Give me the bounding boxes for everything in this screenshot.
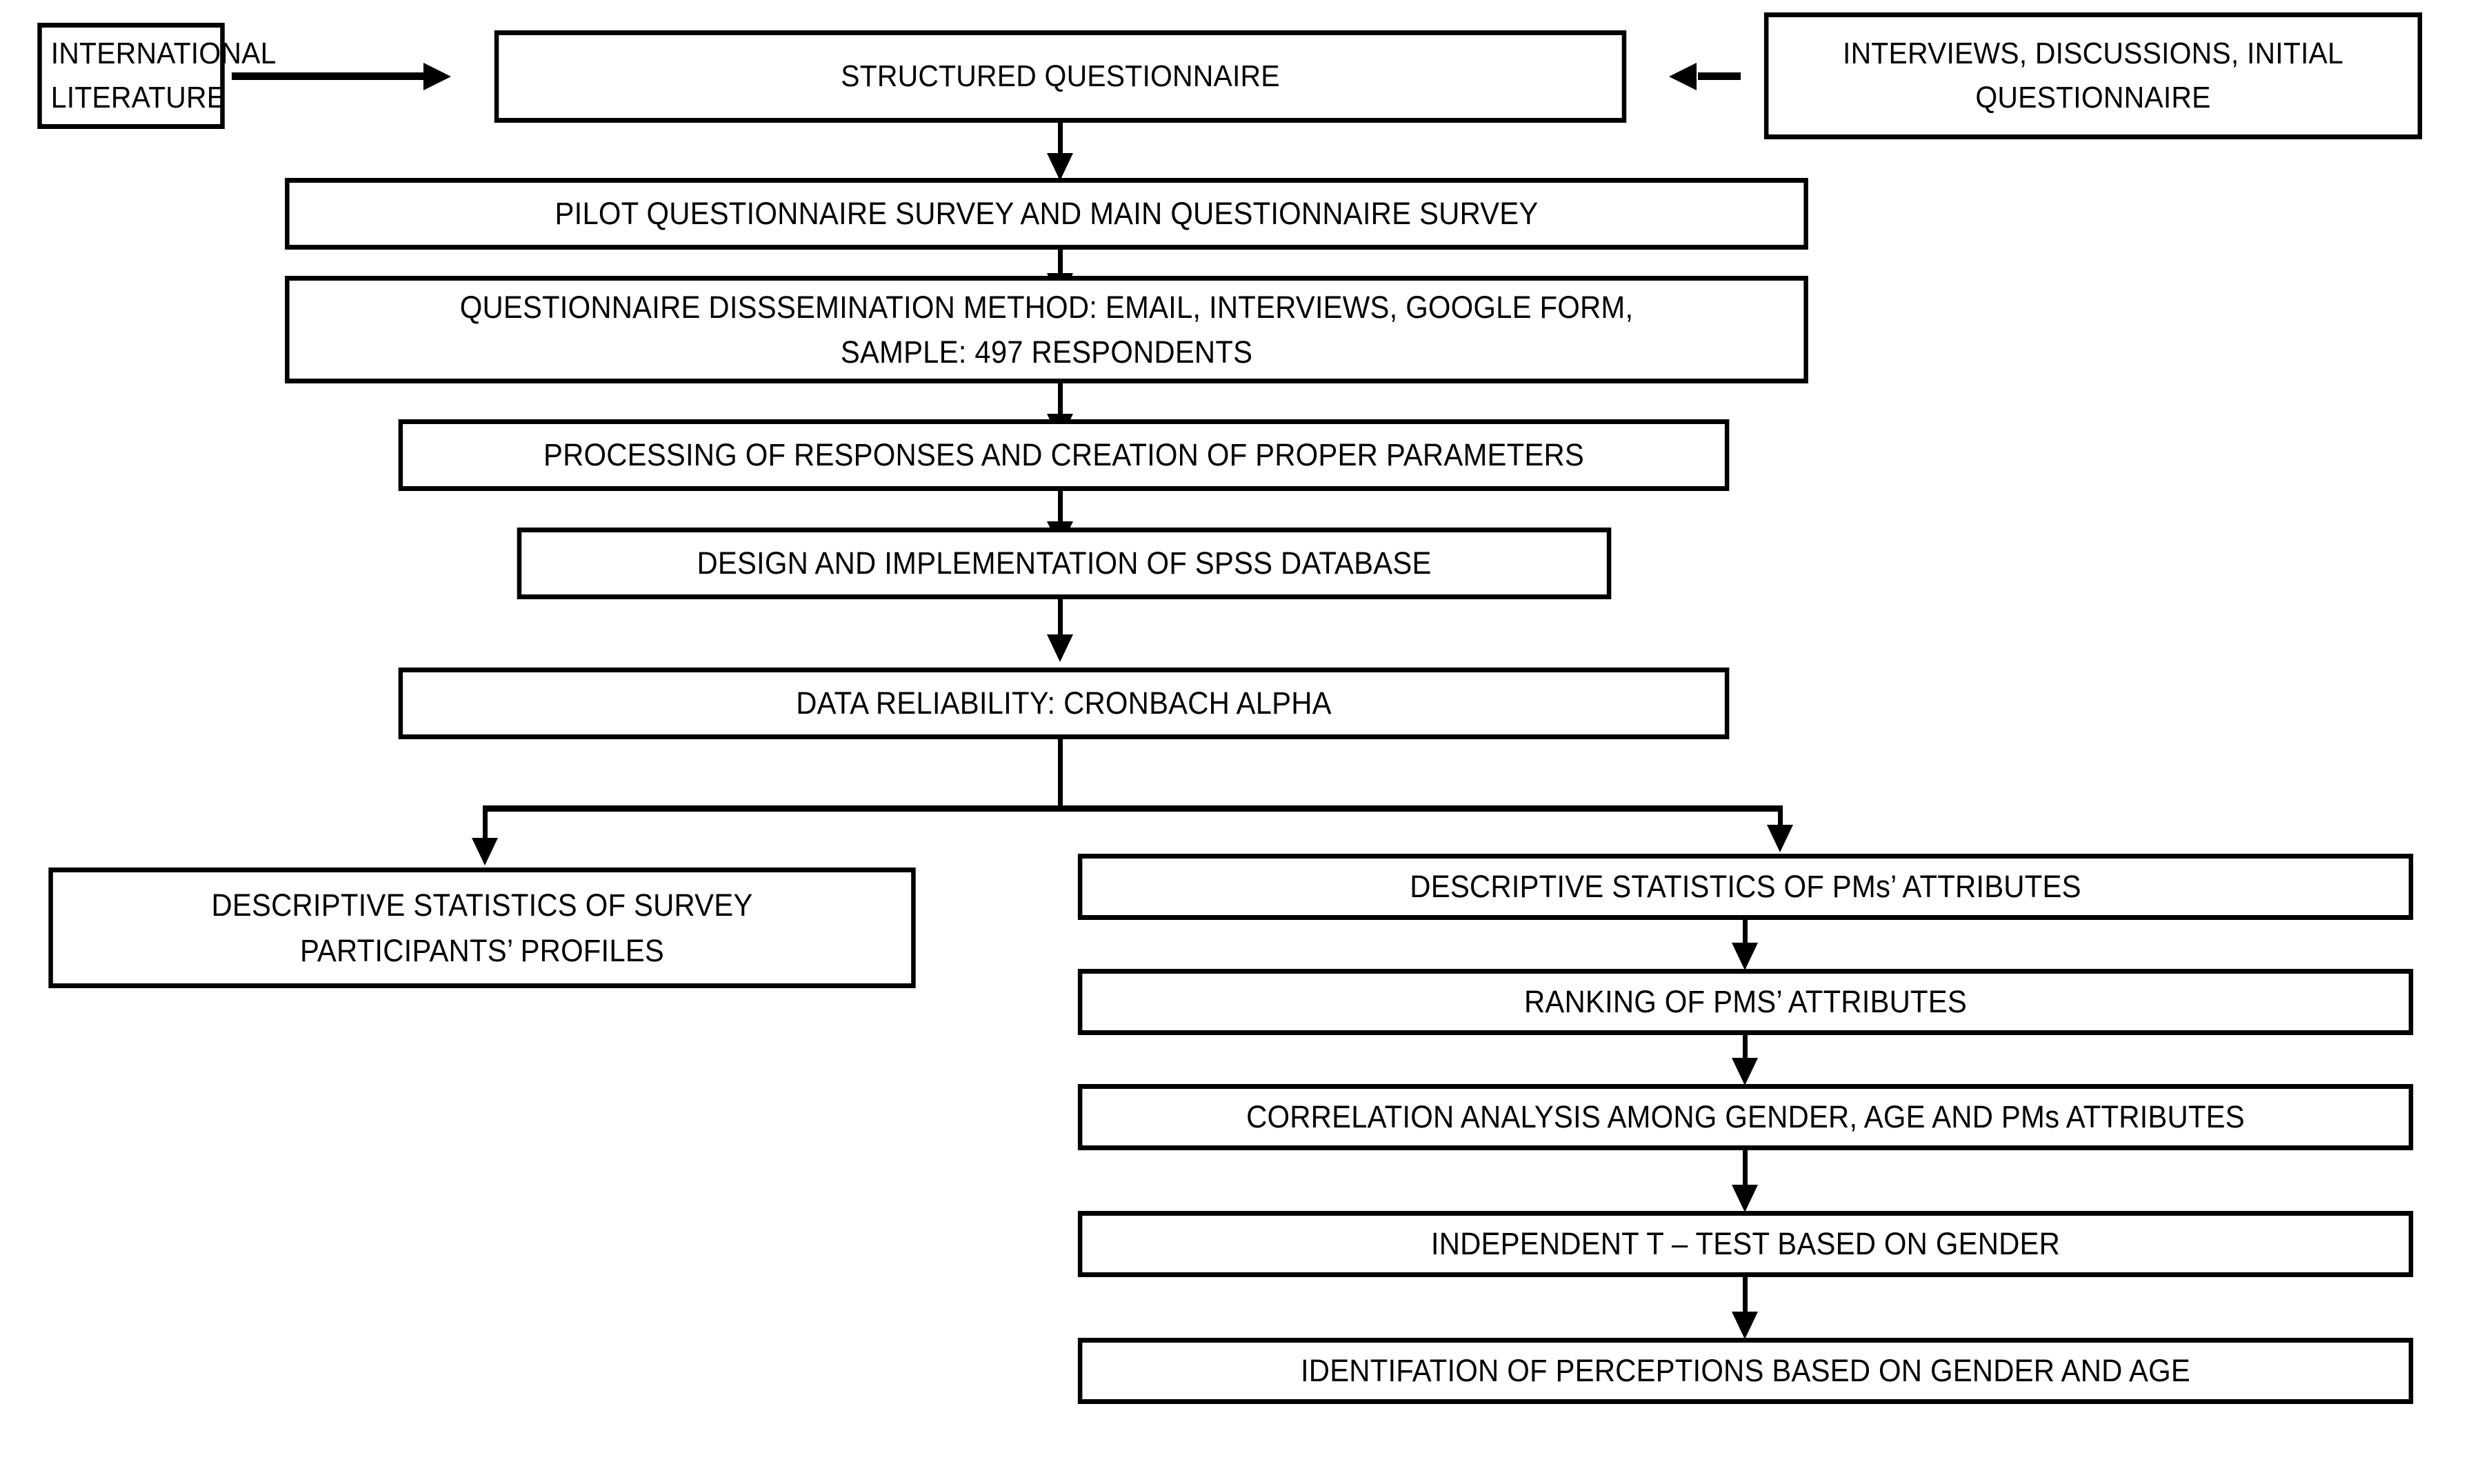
connector-literature-to-questionnaire-arrow (423, 63, 451, 90)
connector-descriptive-to-ranking-arrow (1732, 943, 1758, 970)
connector-ttest-to-identification-line (1743, 1276, 1748, 1318)
node-dissemination-method: QUESTIONNAIRE DISSSEMINATION METHOD: EMA… (285, 276, 1808, 383)
node-interviews-discussions: INTERVIEWS, DISCUSSIONS, INITIAL QUESTIO… (1763, 12, 2423, 139)
node-processing-responses-label: PROCESSING OF RESPONSES AND CREATION OF … (543, 437, 1584, 473)
node-international-literature: INTERNATIONAL LITERATURE (37, 23, 277, 129)
node-descriptive-profiles: DESCRIPTIVE STATISTICS OF SURVEY PARTICI… (48, 868, 916, 988)
node-correlation-analysis-label: CORRELATION ANALYSIS AMONG GENDER, AGE A… (1246, 1099, 2245, 1135)
node-identification-perceptions-label: IDENTIFATION OF PERCEPTIONS BASED ON GEN… (1300, 1353, 2190, 1389)
connector-questionnaire-to-pilot-line (1058, 123, 1063, 161)
connector-processing-to-spss-line (1058, 490, 1063, 531)
node-data-reliability-label: DATA RELIABILITY: CRONBACH ALPHA (796, 685, 1332, 721)
node-pilot-and-main-survey-label: PILOT QUESTIONNAIRE SURVEY AND MAIN QUES… (554, 196, 1539, 232)
connector-split-to-descriptive-pms-line (1778, 805, 1783, 830)
node-processing-responses: PROCESSING OF RESPONSES AND CREATION OF … (398, 419, 1730, 491)
connector-split-to-profiles-line (483, 805, 488, 841)
connector-split-to-descriptive-pms-arrow (1767, 825, 1793, 852)
connector-reliability-split-bar (483, 805, 1783, 812)
node-descriptive-profiles-label: DESCRIPTIVE STATISTICS OF SURVEY PARTICI… (211, 888, 753, 968)
connector-pilot-to-dissemination-line (1058, 248, 1063, 281)
connector-interviews-to-questionnaire-line (1698, 72, 1741, 80)
node-data-reliability: DATA RELIABILITY: CRONBACH ALPHA (398, 668, 1730, 739)
node-structured-questionnaire: STRUCTURED QUESTIONNAIRE (494, 30, 1627, 123)
node-international-literature-label: INTERNATIONAL LITERATURE (50, 37, 277, 114)
node-descriptive-pms: DESCRIPTIVE STATISTICS OF PMs’ ATTRIBUTE… (1077, 854, 2414, 920)
node-identification-perceptions: IDENTIFATION OF PERCEPTIONS BASED ON GEN… (1077, 1338, 2414, 1404)
node-correlation-analysis: CORRELATION ANALYSIS AMONG GENDER, AGE A… (1077, 1084, 2414, 1150)
connector-correlation-to-ttest-arrow (1732, 1185, 1758, 1212)
connector-spss-to-reliability-arrow (1047, 634, 1073, 662)
node-interviews-discussions-label: INTERVIEWS, DISCUSSIONS, INITIAL QUESTIO… (1843, 37, 2343, 114)
connector-reliability-split-stem (1058, 738, 1063, 810)
node-ranking-pms-label: RANKING OF PMS’ ATTRIBUTES (1524, 984, 1967, 1020)
node-ranking-pms: RANKING OF PMS’ ATTRIBUTES (1077, 969, 2414, 1035)
connector-ranking-to-correlation-arrow (1732, 1058, 1758, 1085)
node-independent-t-test: INDEPENDENT T – TEST BASED ON GENDER (1077, 1211, 2414, 1277)
node-descriptive-pms-label: DESCRIPTIVE STATISTICS OF PMs’ ATTRIBUTE… (1410, 869, 2081, 905)
node-independent-t-test-label: INDEPENDENT T – TEST BASED ON GENDER (1430, 1226, 2061, 1262)
connector-descriptive-to-ranking-line (1743, 919, 1748, 950)
connector-correlation-to-ttest-line (1743, 1149, 1748, 1192)
node-spss-database: DESIGN AND IMPLEMENTATION OF SPSS DATABA… (517, 528, 1612, 599)
node-structured-questionnaire-label: STRUCTURED QUESTIONNAIRE (841, 59, 1280, 94)
connector-ranking-to-correlation-line (1743, 1034, 1748, 1065)
node-spss-database-label: DESIGN AND IMPLEMENTATION OF SPSS DATABA… (697, 545, 1432, 581)
connector-split-to-profiles-arrow (472, 838, 498, 865)
connector-spss-to-reliability-line (1058, 598, 1063, 643)
connector-questionnaire-to-pilot-arrow (1047, 153, 1073, 181)
connector-ttest-to-identification-arrow (1732, 1312, 1758, 1339)
connector-interviews-to-questionnaire-arrow (1669, 63, 1697, 90)
connector-literature-to-questionnaire-line (232, 72, 425, 80)
connector-dissemination-to-processing-line (1058, 382, 1063, 423)
node-dissemination-method-label: QUESTIONNAIRE DISSSEMINATION METHOD: EMA… (459, 289, 1634, 370)
node-pilot-and-main-survey: PILOT QUESTIONNAIRE SURVEY AND MAIN QUES… (285, 178, 1808, 250)
